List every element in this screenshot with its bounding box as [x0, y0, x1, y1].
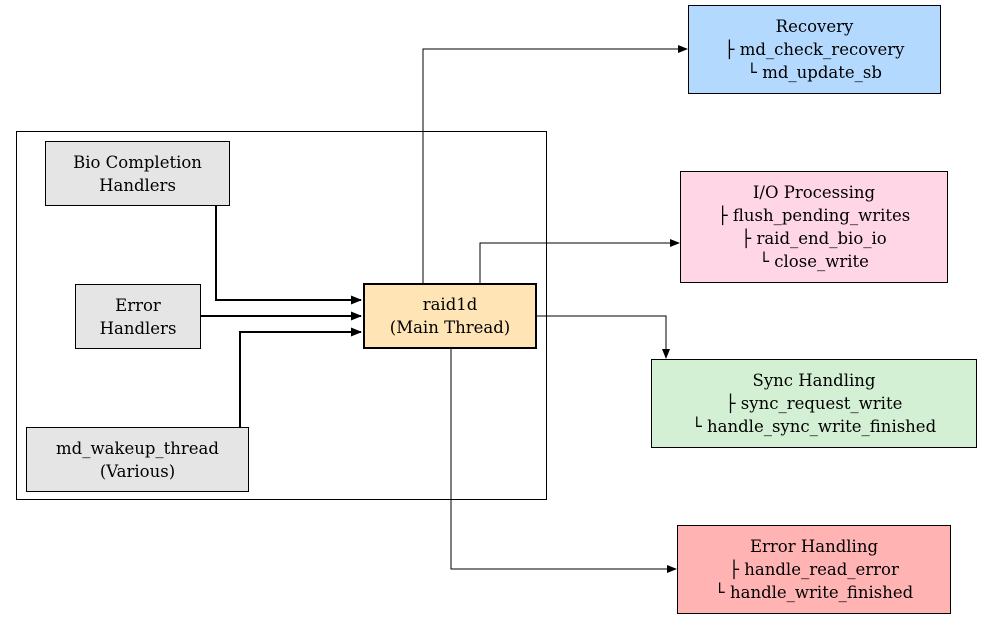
input-cluster: [16, 131, 547, 500]
node-label-line: Handlers: [99, 175, 176, 195]
node-raid1d-main-thread: raid1d (Main Thread): [363, 283, 537, 349]
node-label-line: Handlers: [99, 318, 177, 338]
node-label-line: (Main Thread): [389, 318, 511, 337]
node-label-line: (Various): [99, 461, 176, 481]
edge-raid1d-to-error: [450, 349, 677, 573]
node-md-wakeup-thread: md_wakeup_thread (Various): [26, 427, 249, 492]
node-item: └ handle_write_finished: [714, 583, 914, 602]
edge-wakeup-to-raid1d: [239, 327, 362, 427]
edge-raid1d-to-sync: [537, 315, 670, 359]
node-title: I/O Processing: [752, 183, 876, 202]
node-title: Recovery: [775, 17, 854, 36]
node-item: ├ raid_end_bio_io: [741, 229, 887, 248]
node-label-line: Bio Completion: [73, 152, 202, 172]
node-label-line: md_wakeup_thread: [56, 438, 219, 458]
node-title: Sync Handling: [752, 371, 876, 390]
node-recovery: Recovery ├ md_check_recovery └ md_update…: [688, 5, 941, 94]
node-item: ├ sync_request_write: [725, 394, 903, 413]
node-sync-handling: Sync Handling ├ sync_request_write └ han…: [651, 359, 977, 448]
node-item: └ md_update_sb: [747, 63, 882, 82]
edge-raid1d-to-recovery: [422, 45, 688, 283]
node-label-line: raid1d: [422, 295, 478, 314]
node-item: ├ handle_read_error: [729, 560, 899, 579]
node-item: ├ flush_pending_writes: [717, 206, 911, 225]
edge-raid1d-to-io: [479, 239, 680, 283]
node-title: Error Handling: [749, 537, 879, 556]
node-item: └ close_write: [759, 252, 869, 271]
node-io-processing: I/O Processing ├ flush_pending_writes ├ …: [680, 171, 948, 283]
node-error-handlers: Error Handlers: [75, 284, 201, 349]
node-bio-completion-handlers: Bio Completion Handlers: [45, 141, 230, 206]
node-error-handling: Error Handling ├ handle_read_error └ han…: [677, 525, 951, 614]
node-item: └ handle_sync_write_finished: [691, 417, 937, 436]
edge-bio-to-raid1d: [215, 206, 362, 305]
node-label-line: Error: [115, 295, 161, 315]
node-item: ├ md_check_recovery: [724, 40, 905, 59]
